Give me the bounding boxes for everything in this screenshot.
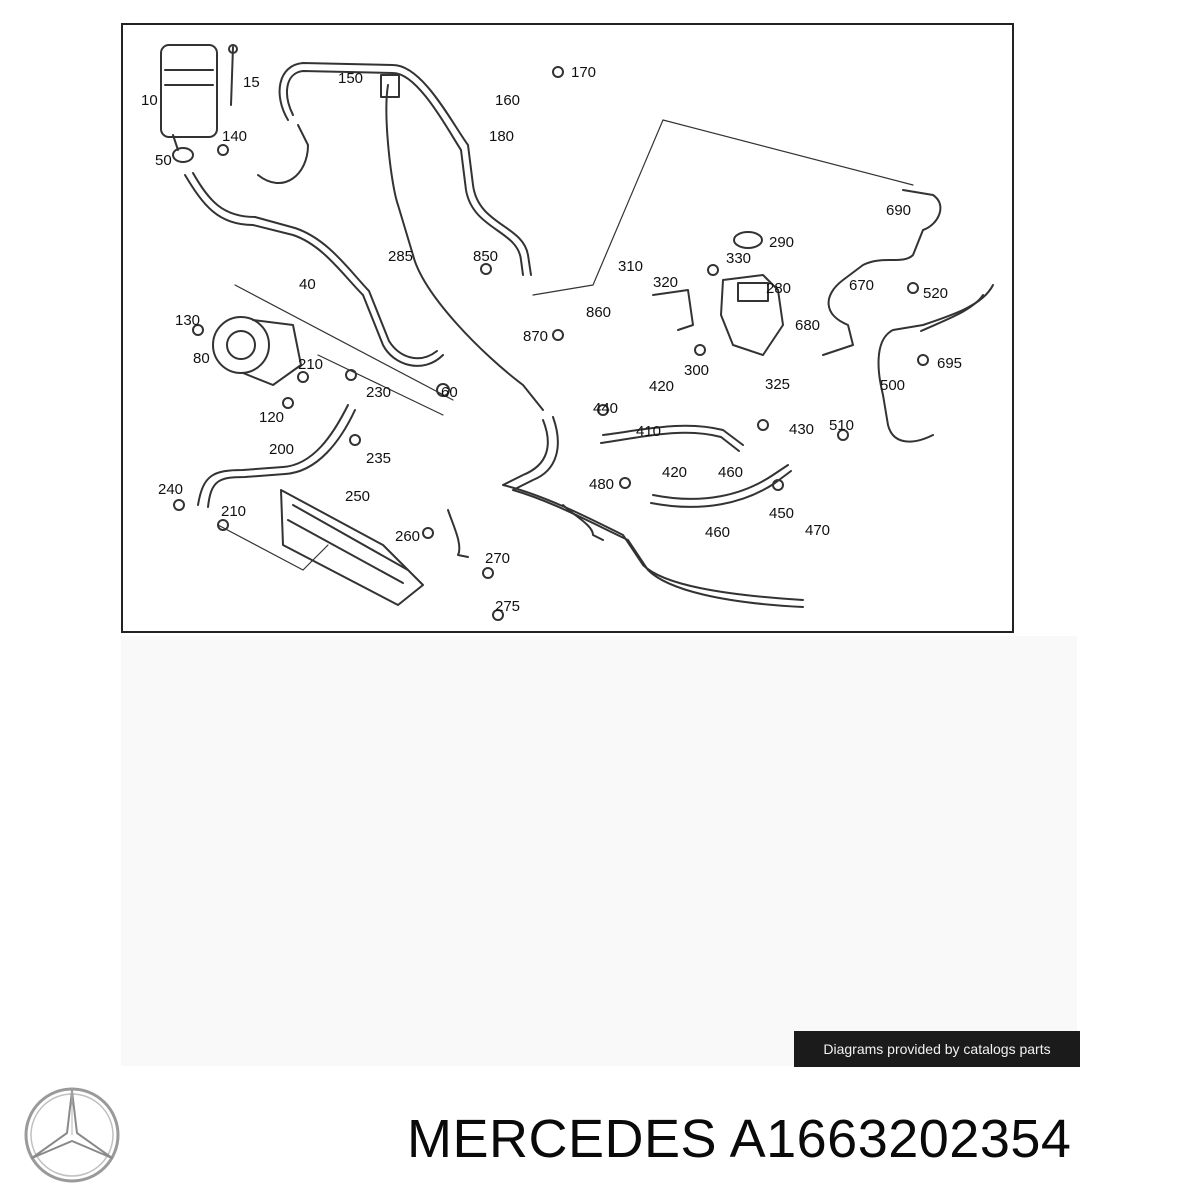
- callout-label: 285: [388, 248, 413, 265]
- parts-diagram-drawing: 10 15 150 170 160 180 140 50 690 290 330 850 285 310 3…: [141, 44, 994, 621]
- brand-name: MERCEDES: [407, 1109, 718, 1169]
- callout-label: 120: [259, 409, 284, 426]
- callout-label: 860: [586, 304, 611, 321]
- diagram-credit-badge: Diagrams provided by catalogs parts: [794, 1031, 1080, 1067]
- callout-label: 680: [795, 317, 820, 334]
- callout-label: 870: [523, 328, 548, 345]
- callout-label: 15: [243, 74, 260, 91]
- parts-diagram: 10 15 150 170 160 180 140 50 690 290 330 850 285 310 3…: [121, 23, 1014, 633]
- callout-label: 450: [769, 505, 794, 522]
- callout-label: 330: [726, 250, 751, 267]
- callout-label: 40: [299, 276, 316, 293]
- callout-label: 270: [485, 550, 510, 567]
- diagram-background-area: [121, 636, 1077, 1066]
- callout-label: 690: [886, 202, 911, 219]
- callout-label: 440: [593, 400, 618, 417]
- callout-label: 80: [193, 350, 210, 367]
- callout-label: 520: [923, 285, 948, 302]
- callout-label: 460: [718, 464, 743, 481]
- part-number: A1663202354: [729, 1109, 1072, 1169]
- callout-label: 670: [849, 277, 874, 294]
- callout-label: 230: [366, 384, 391, 401]
- callout-label: 420: [662, 464, 687, 481]
- callout-label: 510: [829, 417, 854, 434]
- callout-label: 200: [269, 441, 294, 458]
- callout-label: 695: [937, 355, 962, 372]
- callout-label: 275: [495, 598, 520, 615]
- callout-label: 180: [489, 128, 514, 145]
- callout-label: 410: [636, 423, 661, 440]
- reservoir-shape: [160, 44, 218, 138]
- callout-label: 480: [589, 476, 614, 493]
- callout-label: 430: [789, 421, 814, 438]
- callout-label: 130: [175, 312, 200, 329]
- callout-label: 10: [141, 92, 158, 109]
- callout-label: 210: [221, 503, 246, 520]
- callout-label: 140: [222, 128, 247, 145]
- callout-label: 325: [765, 376, 790, 393]
- callout-label: 260: [395, 528, 420, 545]
- callout-label: 50: [155, 152, 172, 169]
- callout-label: 60: [441, 384, 458, 401]
- callout-label: 470: [805, 522, 830, 539]
- callout-label: 235: [366, 450, 391, 467]
- callout-label: 420: [649, 378, 674, 395]
- callout-label: 160: [495, 92, 520, 109]
- callout-label: 170: [571, 64, 596, 81]
- callout-label: 210: [298, 356, 323, 373]
- part-title: MERCEDES A1663202354: [407, 1108, 1071, 1170]
- callout-label: 290: [769, 234, 794, 251]
- callout-label: 460: [705, 524, 730, 541]
- callout-labels: 10 15 150 170 160 180 140 50 690 290 330 850 285 310 3…: [141, 64, 962, 615]
- callout-label: 320: [653, 274, 678, 291]
- callout-label: 310: [618, 258, 643, 275]
- three-pointed-star-icon: [24, 1087, 120, 1183]
- callout-label: 280: [766, 280, 791, 297]
- callout-label: 150: [338, 70, 363, 87]
- callout-label: 240: [158, 481, 183, 498]
- callout-label: 250: [345, 488, 370, 505]
- callout-label: 300: [684, 362, 709, 379]
- callout-label: 850: [473, 248, 498, 265]
- callout-label: 500: [880, 377, 905, 394]
